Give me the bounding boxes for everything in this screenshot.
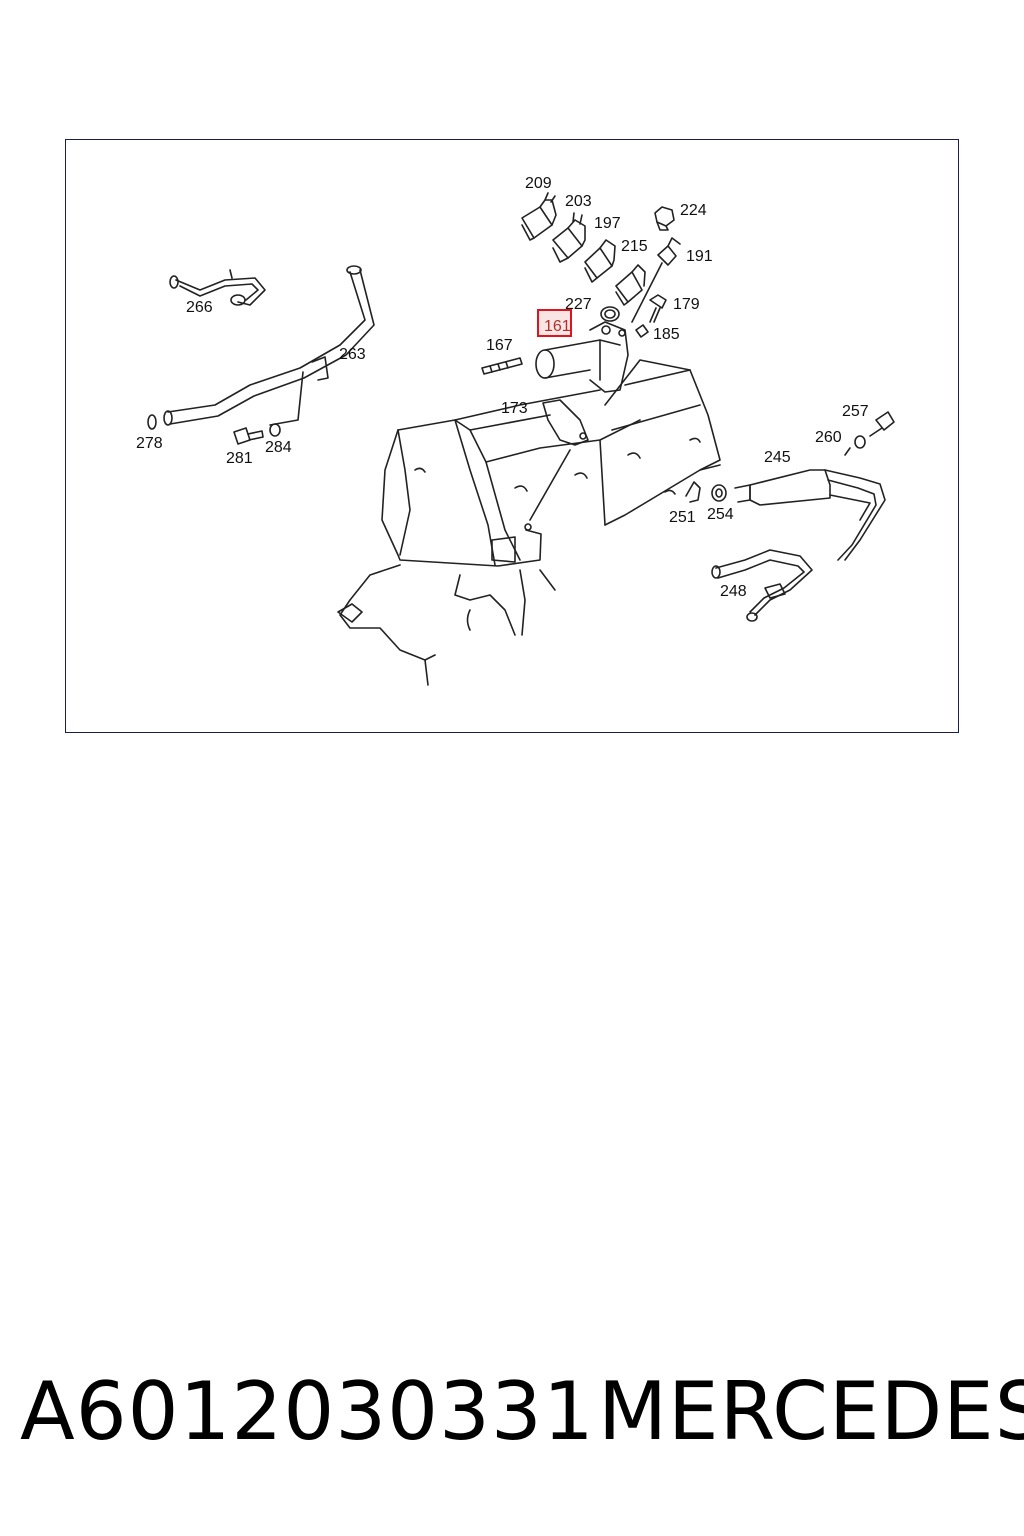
- part-number: A6012030331: [20, 1365, 595, 1458]
- seal-254: [711, 484, 727, 502]
- sensor-191: [631, 237, 681, 323]
- part-label-179: 179: [673, 296, 700, 313]
- part-label-203: 203: [565, 193, 592, 210]
- part-label-197: 197: [594, 215, 621, 232]
- screw-257: [869, 411, 895, 437]
- part-label-173: 173: [501, 400, 528, 417]
- diagram-frame: [65, 139, 959, 733]
- washer-185: [635, 324, 649, 338]
- part-label-251: 251: [669, 509, 696, 526]
- gasket-173: [542, 399, 589, 446]
- part-label-167: 167: [486, 337, 513, 354]
- part-label-281: 281: [226, 450, 253, 467]
- bolt-179: [649, 294, 667, 323]
- sensor-203: [552, 212, 586, 263]
- part-label-260: 260: [815, 429, 842, 446]
- engine-block-drawing: [337, 359, 721, 686]
- part-label-224: 224: [680, 202, 707, 219]
- bolt-281: [233, 427, 264, 445]
- part-label-161[interactable]: 161: [544, 318, 571, 335]
- part-label-263: 263: [339, 346, 366, 363]
- sensor-209: [521, 192, 557, 241]
- part-label-215: 215: [621, 238, 648, 255]
- brand-name: MERCEDES: [598, 1365, 1024, 1458]
- sensor-215: [615, 264, 646, 306]
- pipe-266: [175, 269, 266, 306]
- exploded-parts-diagram: [147, 192, 895, 686]
- washer-278: [147, 414, 157, 430]
- clip-251: [685, 481, 701, 503]
- pipe-248: [715, 549, 813, 616]
- washer-284: [269, 423, 281, 437]
- part-label-245: 245: [764, 449, 791, 466]
- pipe-263: [167, 269, 375, 425]
- seal-227: [600, 306, 620, 322]
- part-label-191: 191: [686, 248, 713, 265]
- part-label-266: 266: [186, 299, 213, 316]
- caption: A6012030331 MERCEDES: [0, 1372, 1024, 1472]
- part-label-227: 227: [565, 296, 592, 313]
- part-label-248: 248: [720, 583, 747, 600]
- washer-260: [854, 435, 866, 449]
- part-label-185: 185: [653, 326, 680, 343]
- coolant-housing-161: [535, 321, 629, 393]
- part-label-209: 209: [525, 175, 552, 192]
- part-label-278: 278: [136, 435, 163, 452]
- filter-245: [734, 469, 886, 561]
- pin-167: [481, 357, 523, 375]
- part-label-284: 284: [265, 439, 292, 456]
- highlighted-part-box[interactable]: [537, 309, 572, 337]
- sensor-197: [584, 239, 616, 283]
- part-label-254: 254: [707, 506, 734, 523]
- part-label-257: 257: [842, 403, 869, 420]
